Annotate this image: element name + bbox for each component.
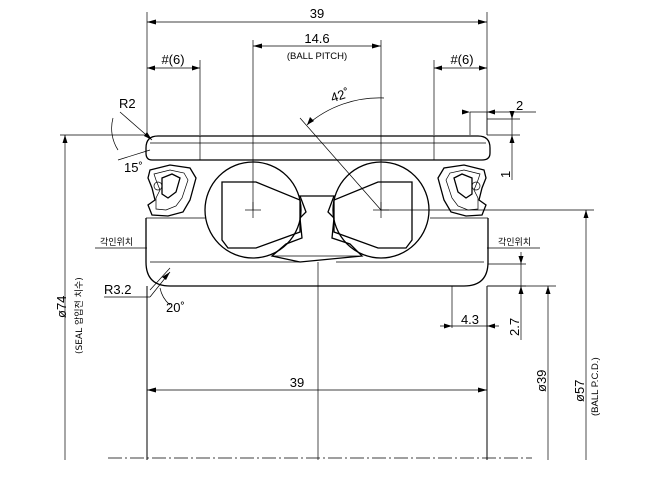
hash-6-right: #(6) — [450, 52, 473, 67]
dia-57-note: (BALL P.C.D.) — [590, 357, 601, 416]
dim-contact-angle: 42˚ — [299, 85, 385, 211]
dim-4-3: 4.3 — [461, 312, 479, 327]
dim-overall-width-top: 39 — [146, 6, 488, 135]
dim-overall-width-bottom: 39 — [147, 375, 487, 393]
inner-ring — [145, 217, 489, 460]
radius-r2: R2 — [119, 96, 136, 111]
dim-hash-left: #(6) — [147, 52, 201, 135]
dim-39-top: 39 — [310, 6, 324, 21]
mark-position-left: 각인위치 — [100, 236, 133, 248]
dim-r2-15: R2 15˚ — [60, 96, 153, 175]
dim-dia-74: ø74 (SEAL 압입전 치수) — [54, 135, 85, 460]
dim-hash-right: #(6) — [433, 52, 487, 135]
mark-left: 각인위치 — [95, 236, 147, 249]
dim-2: 2 — [516, 98, 523, 113]
hash-6-left: #(6) — [161, 52, 184, 67]
ball-left — [204, 161, 302, 259]
dia-57: ø57 — [572, 380, 587, 402]
angle-15: 15˚ — [124, 160, 143, 175]
dim-2-7: 2.7 — [507, 318, 522, 336]
dim-39-bottom: 39 — [290, 375, 304, 390]
cage — [270, 195, 364, 263]
dim-14-6: 14.6 — [304, 31, 329, 46]
angle-42: 42˚ — [329, 85, 352, 105]
dia-39: ø39 — [534, 370, 549, 392]
dim-dia-57: ø57 (BALL P.C.D.) — [381, 209, 601, 460]
dim-dia-39: ø39 — [487, 285, 556, 460]
dim-r32-20: R3.2 20˚ — [104, 267, 185, 315]
dim-2-1: 2 1 — [462, 98, 536, 180]
dia-74-note: (SEAL 압입전 치수) — [73, 277, 85, 354]
dim-1: 1 — [498, 171, 513, 178]
outer-ring — [145, 135, 491, 161]
seal-right — [437, 164, 487, 217]
mark-right: 각인위치 — [487, 236, 540, 249]
ball-pitch-label: (BALL PITCH) — [287, 51, 347, 62]
angle-20: 20˚ — [166, 300, 185, 315]
dim-ball-pitch: 14.6 (BALL PITCH) — [252, 31, 382, 210]
dia-74: ø74 — [54, 296, 69, 318]
radius-r3-2: R3.2 — [104, 282, 131, 297]
seal-left — [147, 164, 197, 217]
mark-position-right: 각인위치 — [498, 236, 531, 248]
dim-43-27: 4.3 2.7 — [440, 252, 526, 340]
